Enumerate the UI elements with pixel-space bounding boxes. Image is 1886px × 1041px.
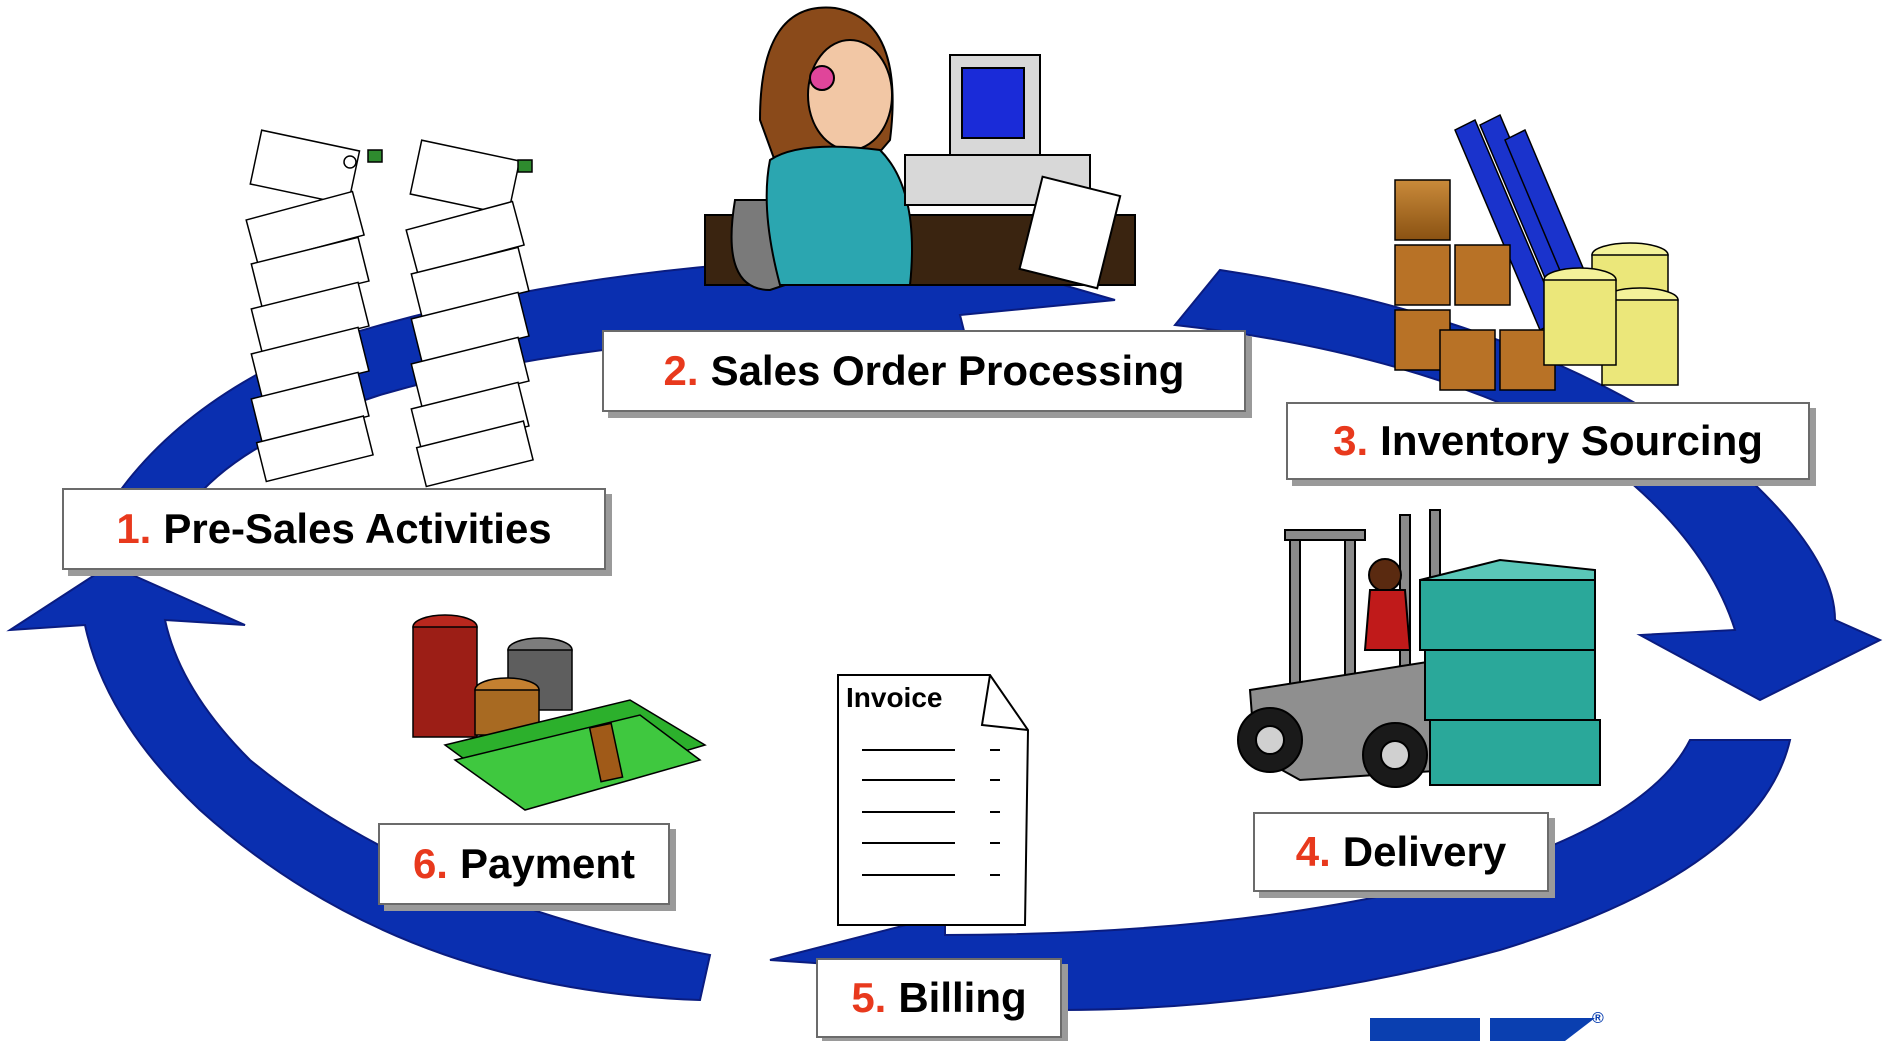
invoice-title: Invoice: [846, 682, 943, 713]
step-3-label: Inventory Sourcing: [1380, 417, 1763, 464]
invoice-icon: [837, 674, 1030, 926]
step-4-number: 4.: [1295, 828, 1331, 875]
step-3-box: 3. Inventory Sourcing: [1286, 402, 1810, 480]
step-5-number: 5.: [851, 974, 887, 1021]
step-2-number: 2.: [663, 347, 699, 394]
logo-registered-mark: ®: [1592, 1010, 1604, 1027]
step-2-label: Sales Order Processing: [710, 347, 1185, 394]
operator-at-computer-icon: [704, 6, 1136, 292]
envelope-stacks-icon: [245, 129, 534, 488]
step-1-number: 1.: [116, 505, 152, 552]
step-5-label: Billing: [898, 974, 1027, 1021]
boxes-and-cylinders-icon: [1394, 113, 1679, 391]
company-logo: [1370, 1018, 1595, 1041]
coins-and-cash-icon: [412, 614, 707, 811]
forklift-icon: [1237, 509, 1601, 788]
step-3-number: 3.: [1333, 417, 1369, 464]
step-5-box: 5. Billing: [816, 958, 1062, 1038]
step-6-label: Payment: [459, 840, 636, 887]
step-4-label: Delivery: [1342, 828, 1507, 875]
step-1-box: 1. Pre-Sales Activities: [62, 488, 606, 570]
step-1-label: Pre-Sales Activities: [163, 505, 552, 552]
step-4-box: 4. Delivery: [1253, 812, 1549, 892]
step-6-number: 6.: [412, 840, 448, 887]
step-2-box: 2. Sales Order Processing: [602, 330, 1246, 412]
step-6-box: 6. Payment: [378, 823, 670, 905]
